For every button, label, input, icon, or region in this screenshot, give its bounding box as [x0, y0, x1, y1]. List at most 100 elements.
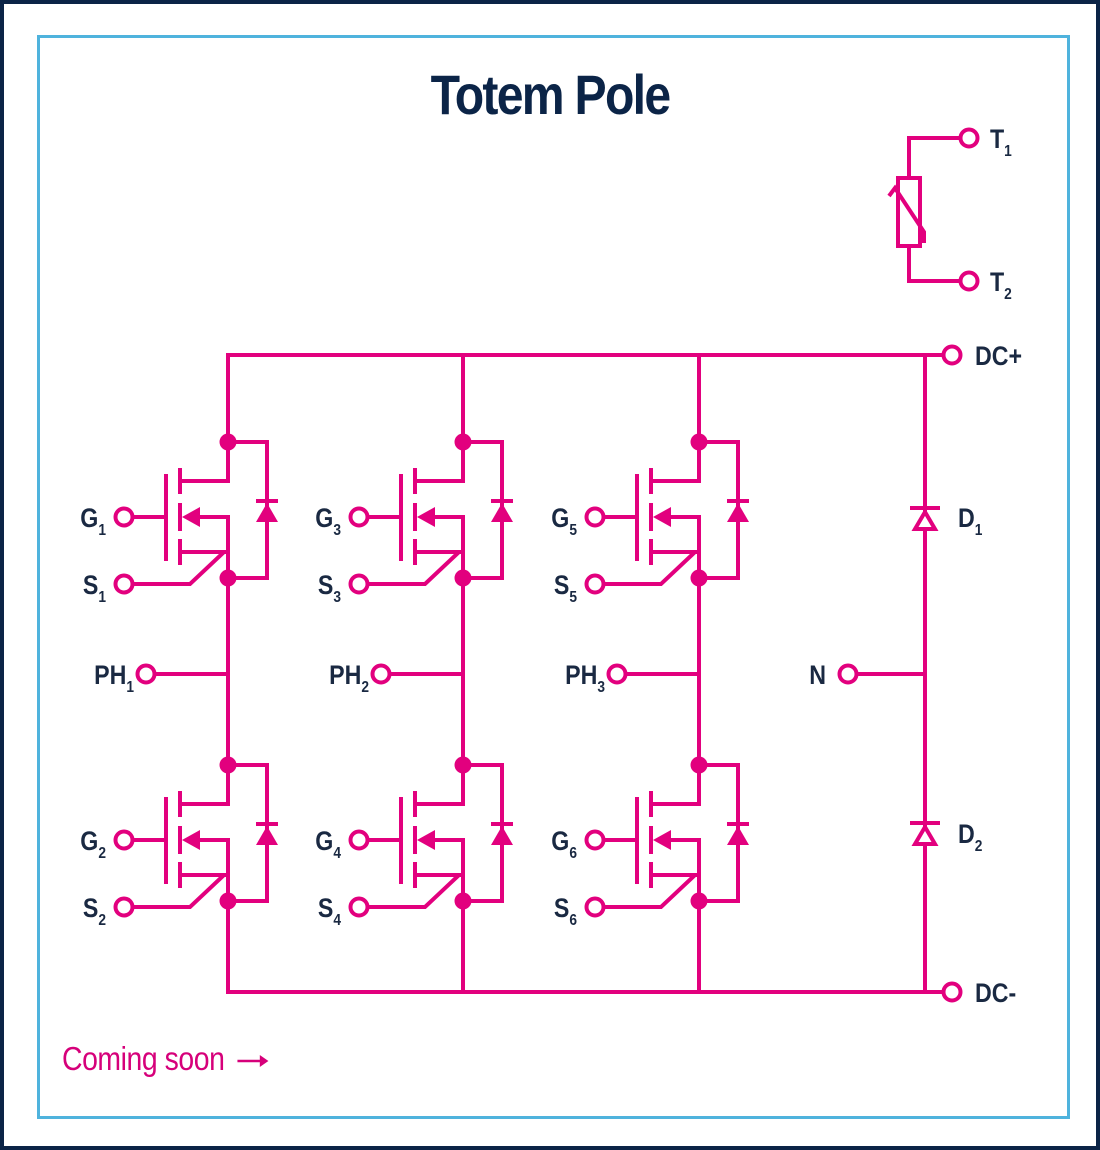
dc-negative-terminal[interactable] — [941, 981, 963, 1003]
diode-triangle — [491, 826, 513, 845]
phase-label-main: PH — [565, 660, 597, 690]
phase-label: PH2 — [329, 660, 369, 696]
phase-terminal[interactable] — [370, 663, 392, 685]
gate-label-main: G — [315, 503, 333, 533]
dc-positive-label: DC+ — [975, 341, 1022, 371]
source-junction-dot — [690, 569, 708, 587]
thermistor-slash — [887, 184, 926, 243]
source-label-main: S — [318, 570, 333, 600]
dc-negative-label: DC- — [975, 978, 1016, 1008]
diode-d1-label-subscript: 1 — [975, 521, 983, 539]
gate-label-subscript: 6 — [569, 844, 577, 862]
diode-triangle — [491, 503, 513, 522]
drain-junction-dot — [219, 433, 237, 451]
gate-label-subscript: 5 — [569, 521, 577, 539]
gate-label: G1 — [80, 503, 106, 539]
source-terminal[interactable] — [348, 573, 370, 595]
diode-d1 — [910, 506, 940, 531]
diode-triangle — [256, 826, 278, 845]
gate-terminal[interactable] — [584, 506, 606, 528]
gate-terminal[interactable] — [113, 829, 135, 851]
diode-triangle — [727, 826, 749, 845]
inner-frame — [37, 35, 1070, 1119]
phase-label-subscript: 3 — [597, 678, 605, 696]
source-junction-dot — [690, 892, 708, 910]
gate-label: G6 — [551, 826, 577, 862]
diagram-title: Totem Pole — [430, 63, 672, 126]
gate-label-subscript: 1 — [98, 521, 106, 539]
gate-label-main: G — [80, 826, 98, 856]
phase-terminal[interactable] — [135, 663, 157, 685]
gate-terminal[interactable] — [113, 506, 135, 528]
source-label-main: S — [318, 893, 333, 923]
body-diode — [256, 499, 278, 522]
source-label-main: S — [554, 570, 569, 600]
gate-label-subscript: 4 — [333, 844, 341, 862]
source-label: S1 — [83, 570, 106, 606]
source-terminal[interactable] — [348, 896, 370, 918]
thermistor-lead-top — [907, 136, 961, 178]
phase-leg-3: PH3 — [565, 353, 701, 994]
kelvin-source-lead — [367, 873, 461, 909]
gate-terminal[interactable] — [584, 829, 606, 851]
phase-label-subscript: 2 — [361, 678, 369, 696]
source-label: S4 — [318, 893, 342, 929]
phase-terminal[interactable] — [606, 663, 628, 685]
thermistor-terminal-2[interactable] — [958, 270, 980, 292]
gate-label: G5 — [551, 503, 577, 539]
kelvin-source-lead — [603, 550, 697, 586]
thermistor-label-1: T1 — [990, 124, 1012, 160]
phase-label-subscript: 1 — [126, 678, 134, 696]
diode-d1-label: D1 — [958, 503, 982, 539]
coming-soon-label: Coming soon — [62, 1040, 225, 1077]
gate-label-subscript: 3 — [333, 521, 341, 539]
phase-label: PH3 — [565, 660, 605, 696]
body-diode — [491, 499, 513, 522]
gate-label-main: G — [551, 503, 569, 533]
source-terminal[interactable] — [584, 896, 606, 918]
source-label-subscript: 1 — [98, 588, 106, 606]
source-label-subscript: 6 — [569, 911, 577, 929]
coming-soon-link[interactable]: Coming soon — [62, 1040, 270, 1078]
phase-label-main: PH — [329, 660, 361, 690]
body-arrow — [417, 507, 435, 527]
source-terminal[interactable] — [113, 896, 135, 918]
gate-label-main: G — [551, 826, 569, 856]
gate-label-main: G — [80, 503, 98, 533]
phase-leg-2: PH2 — [329, 353, 465, 994]
body-diode-wire — [228, 763, 269, 903]
source-label-main: S — [554, 893, 569, 923]
drain-junction-dot — [454, 433, 472, 451]
kelvin-source-lead — [132, 873, 226, 909]
drain-junction-dot — [219, 756, 237, 774]
body-arrow — [182, 507, 200, 527]
source-label: S6 — [554, 893, 577, 929]
source-label-main: S — [83, 893, 98, 923]
source-terminal[interactable] — [584, 573, 606, 595]
diode-d1-label-main: D — [958, 503, 975, 533]
thermistor-terminal-1[interactable] — [958, 127, 980, 149]
source-terminal[interactable] — [113, 573, 135, 595]
source-junction-dot — [454, 892, 472, 910]
gate-terminal[interactable] — [348, 829, 370, 851]
neutral-label-main: N — [809, 660, 826, 690]
thermistor-label-2-main: T — [990, 267, 1005, 297]
gate-label-subscript: 2 — [98, 844, 106, 862]
kelvin-source-lead — [367, 550, 461, 586]
source-junction-dot — [219, 892, 237, 910]
source-junction-dot — [219, 569, 237, 587]
gate-label: G4 — [315, 826, 341, 862]
thermistor-lead-bottom — [907, 246, 961, 283]
source-label: S2 — [83, 893, 106, 929]
gate-terminal[interactable] — [348, 506, 370, 528]
body-arrow — [653, 507, 671, 527]
drain-junction-dot — [690, 756, 708, 774]
body-diode-wire — [463, 763, 504, 903]
neutral-terminal[interactable] — [837, 663, 859, 685]
dc-positive-terminal[interactable] — [941, 344, 963, 366]
